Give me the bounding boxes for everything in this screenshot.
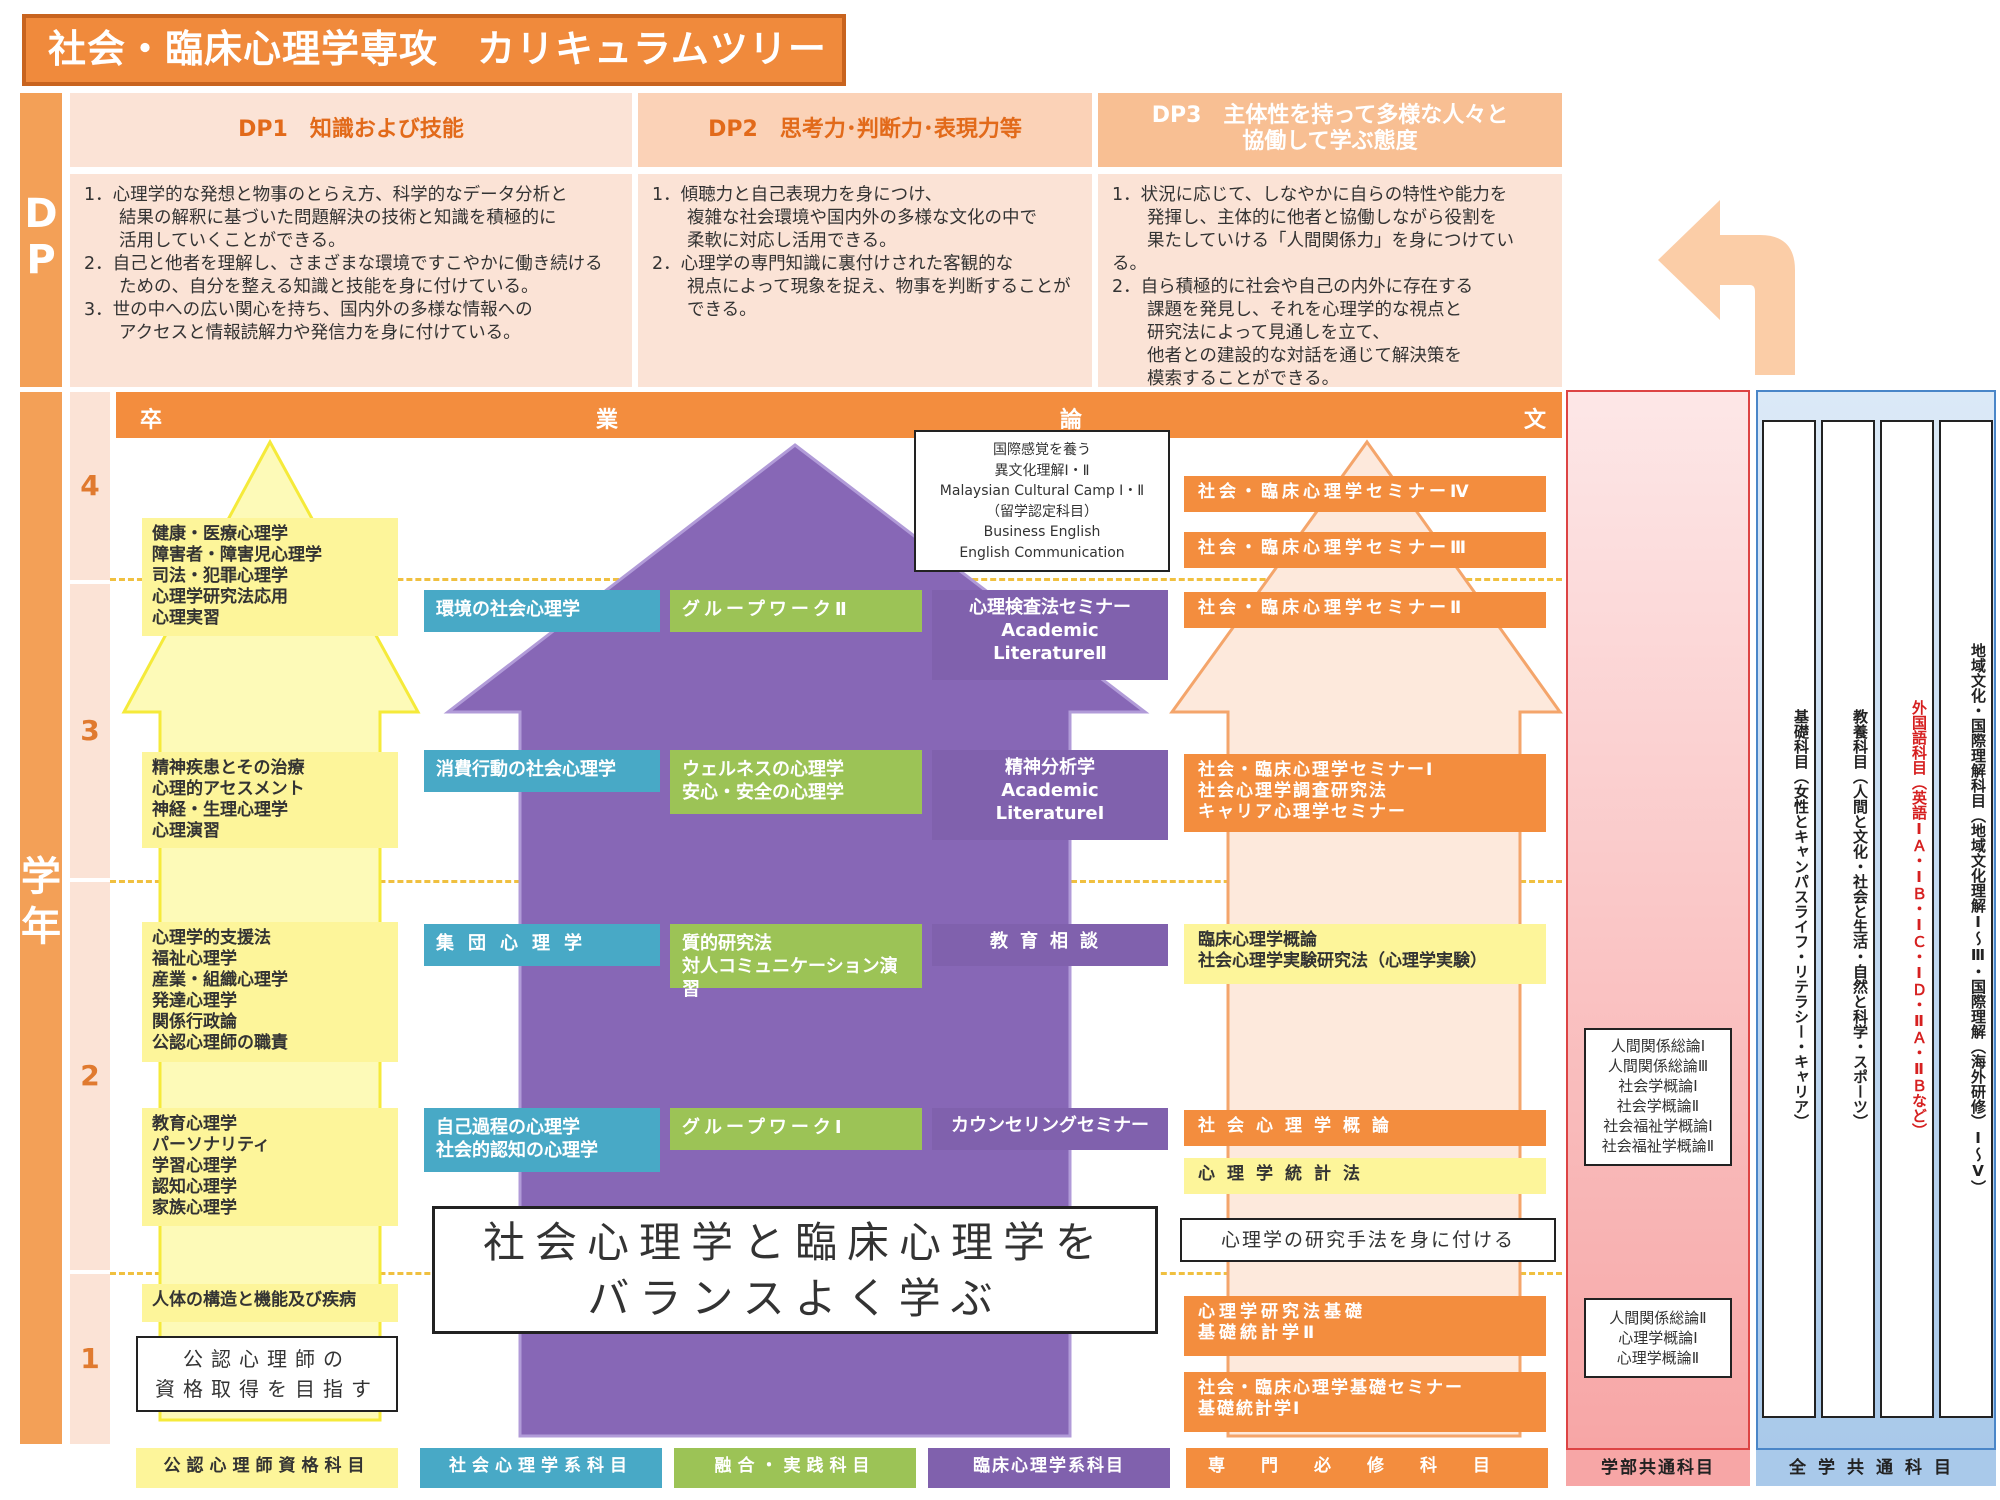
faculty-common-courses: 人間関係総論Ⅱ 心理学概論Ⅰ 心理学概論Ⅱ: [1584, 1298, 1732, 1378]
dp2-header: DP2 思考力･判断力･表現力等: [638, 93, 1092, 167]
kouninshi-course-group: 教育心理学 パーソナリティ 学習心理学 認知心理学 家族心理学: [142, 1108, 398, 1226]
legend-required: 専門必修科目: [1186, 1448, 1548, 1488]
university-common-subject: 外国語科目（英語ⅠＡ・ⅠＢ・ⅠＣ・ⅠＤ・ⅡＡ・ⅡＢなど）: [1880, 420, 1934, 1418]
integrated-course: グループワークⅠ: [670, 1108, 922, 1150]
thesis-char: 卒: [140, 408, 163, 433]
social-psych-course: 集団心理学: [424, 924, 660, 966]
research-method-box: 心理学の研究手法を身に付ける: [1180, 1218, 1556, 1262]
required-course: 社会・臨床心理学セミナーⅠ 社会心理学調査研究法 キャリア心理学セミナー: [1184, 754, 1546, 832]
legend-faculty-common: 学部共通科目: [1566, 1450, 1750, 1486]
legend-integrated: 融合・実践科目: [674, 1448, 916, 1488]
dp2-body: 1．傾聴力と自己表現力を身につけ、 複雑な社会環境や国内外の多様な文化の中で 柔…: [638, 174, 1092, 387]
required-course: 社会心理学概論: [1184, 1110, 1546, 1146]
social-psych-course: 自己過程の心理学 社会的認知の心理学: [424, 1108, 660, 1172]
integrated-course: ウェルネスの心理学 安心・安全の心理学: [670, 750, 922, 814]
dp2-header-text: DP2 思考力･判断力･表現力等: [708, 117, 1022, 142]
dp1-body: 1．心理学的な発想と物事のとらえ方、科学的なデータ分析と 結果の解釈に基づいた問…: [70, 174, 632, 387]
social-psych-course: 環境の社会心理学: [424, 590, 660, 632]
required-course-yellow: 心理学統計法: [1184, 1158, 1546, 1194]
main-message-box: 社会心理学と臨床心理学を バランスよく学ぶ: [432, 1206, 1158, 1334]
kouninshi-course-group: 健康・医療心理学 障害者・障害児心理学 司法・犯罪心理学 心理学研究法応用 心理…: [142, 518, 398, 636]
clinical-psych-course: 精神分析学 Academic LiteratureⅠ: [932, 750, 1168, 840]
university-common-subject: 基礎科目（女性とキャンパスライフ・リテラシー・キャリア）: [1762, 420, 1816, 1418]
thesis-char: 論: [1060, 408, 1083, 433]
faculty-common-column: [1566, 390, 1750, 1450]
kouninshi-course-group: 精神疾患とその治療 心理的アセスメント 神経・生理心理学 心理演習: [142, 752, 398, 848]
required-course: 社会・臨床心理学セミナーⅢ: [1184, 532, 1546, 568]
legend-social-psych: 社会心理学系科目: [420, 1448, 662, 1488]
gakunen-band-label: 学 年: [20, 392, 62, 1444]
required-course-yellow: 臨床心理学概論 社会心理学実験研究法（心理学実験）: [1184, 924, 1546, 984]
year-1: 1: [70, 1274, 110, 1444]
international-courses-box: 国際感覚を養う 異文化理解Ⅰ・Ⅱ Malaysian Cultural Camp…: [914, 430, 1170, 572]
legend-clinical-psych: 臨床心理学系科目: [928, 1448, 1170, 1488]
year-3: 3: [70, 584, 110, 878]
thesis-char: 業: [596, 408, 619, 433]
kouninshi-course-group: 人体の構造と機能及び疾病: [142, 1284, 398, 1322]
return-arrow-icon: [1658, 200, 1795, 375]
integrated-course: グループワークⅡ: [670, 590, 922, 632]
required-course: 心理学研究法基礎 基礎統計学Ⅱ: [1184, 1296, 1546, 1356]
social-psych-course: 消費行動の社会心理学: [424, 750, 660, 792]
integrated-course: 質的研究法 対人コミュニケーション演習: [670, 924, 922, 1000]
page-title: 社会・臨床心理学専攻 カリキュラムツリー: [22, 14, 846, 86]
year-4: 4: [70, 392, 110, 580]
graduation-thesis-bar: 卒 業 論 文: [116, 392, 1562, 438]
university-common-subject: 教養科目（人間と文化・社会と生活・自然と科学・スポーツ）: [1821, 420, 1875, 1418]
kouninshi-goal-box: 公認心理師の 資格取得を目指す: [136, 1336, 398, 1412]
year-2: 2: [70, 882, 110, 1270]
university-common-subject: 地域文化・国際理解科目（地域文化理解Ⅰ〜Ⅲ・国際理解（海外研修）Ⅰ〜Ⅴ）: [1939, 420, 1993, 1418]
required-course: 社会・臨床心理学基礎セミナー 基礎統計学Ⅰ: [1184, 1372, 1546, 1432]
clinical-psych-course: 教育相談: [932, 924, 1168, 966]
thesis-char: 文: [1524, 408, 1547, 433]
dp1-header-text: DP1 知識および技能: [238, 117, 464, 142]
dp1-header: DP1 知識および技能: [70, 93, 632, 167]
dp3-header-text: DP3 主体性を持って多様な人々と 協働して学ぶ態度: [1151, 103, 1509, 154]
clinical-psych-course: カウンセリングセミナー: [932, 1108, 1168, 1150]
dp3-body: 1．状況に応じて、しなやかに自らの特性や能力を 発揮し、主体的に他者と協働しなが…: [1098, 174, 1562, 389]
legend-university-common: 全学共通科目: [1756, 1450, 1996, 1486]
required-course: 社会・臨床心理学セミナーⅣ: [1184, 476, 1546, 512]
dp-band-label: D P: [20, 93, 62, 387]
required-course: 社会・臨床心理学セミナーⅡ: [1184, 592, 1546, 628]
clinical-psych-course: 心理検査法セミナー Academic LiteratureⅡ: [932, 590, 1168, 680]
faculty-common-courses: 人間関係総論Ⅰ 人間関係総論Ⅲ 社会学概論Ⅰ 社会学概論Ⅱ 社会福祉学概論Ⅰ 社…: [1584, 1028, 1732, 1166]
kouninshi-course-group: 心理学的支援法 福祉心理学 産業・組織心理学 発達心理学 関係行政論 公認心理師…: [142, 922, 398, 1062]
legend-kouninshi: 公認心理師資格科目: [136, 1448, 398, 1488]
dp3-header: DP3 主体性を持って多様な人々と 協働して学ぶ態度: [1098, 93, 1562, 167]
